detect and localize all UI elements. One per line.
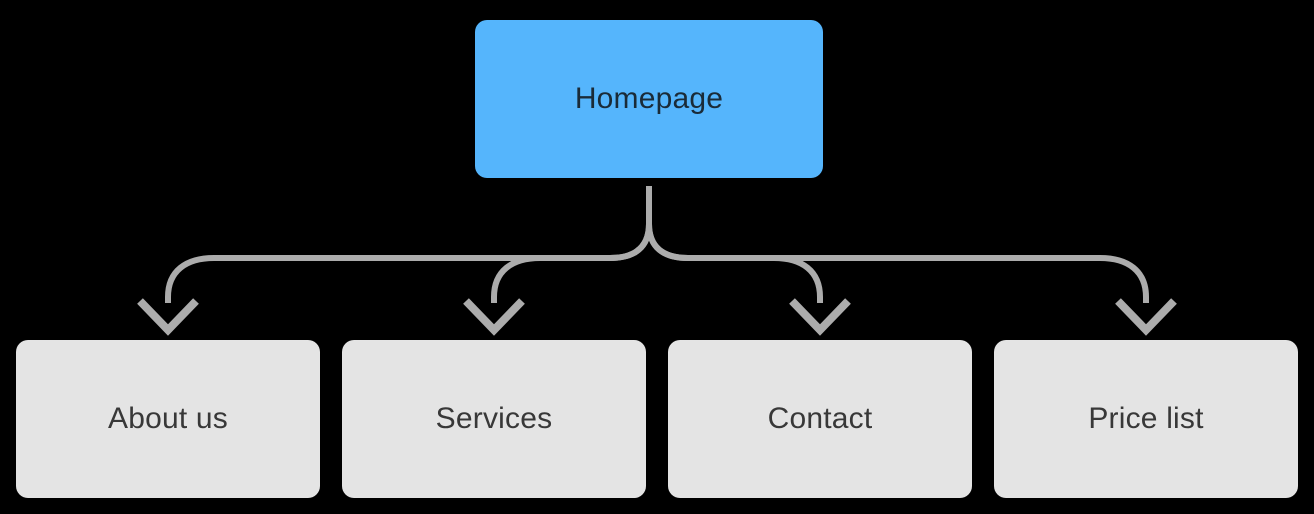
node-services[interactable]: Services bbox=[342, 340, 646, 498]
connector-homepage-to-about-us bbox=[165, 186, 652, 303]
node-price-list-label: Price list bbox=[1088, 402, 1204, 435]
node-services-label: Services bbox=[435, 402, 553, 435]
node-contact-label: Contact bbox=[767, 402, 873, 435]
arrowhead-down-icon bbox=[463, 298, 525, 336]
node-homepage[interactable]: Homepage bbox=[475, 20, 823, 178]
arrowhead-down-icon bbox=[789, 298, 851, 336]
connector-homepage-to-contact bbox=[646, 186, 823, 303]
arrowhead-down-icon bbox=[137, 298, 199, 336]
connector-homepage-to-price-list bbox=[646, 186, 1149, 303]
node-homepage-label: Homepage bbox=[574, 82, 724, 115]
node-about-us[interactable]: About us bbox=[16, 340, 320, 498]
node-contact[interactable]: Contact bbox=[668, 340, 972, 498]
node-price-list[interactable]: Price list bbox=[994, 340, 1298, 498]
arrowhead-down-icon bbox=[1115, 298, 1177, 336]
connector-homepage-to-services bbox=[491, 186, 652, 303]
node-about-us-label: About us bbox=[107, 402, 229, 435]
